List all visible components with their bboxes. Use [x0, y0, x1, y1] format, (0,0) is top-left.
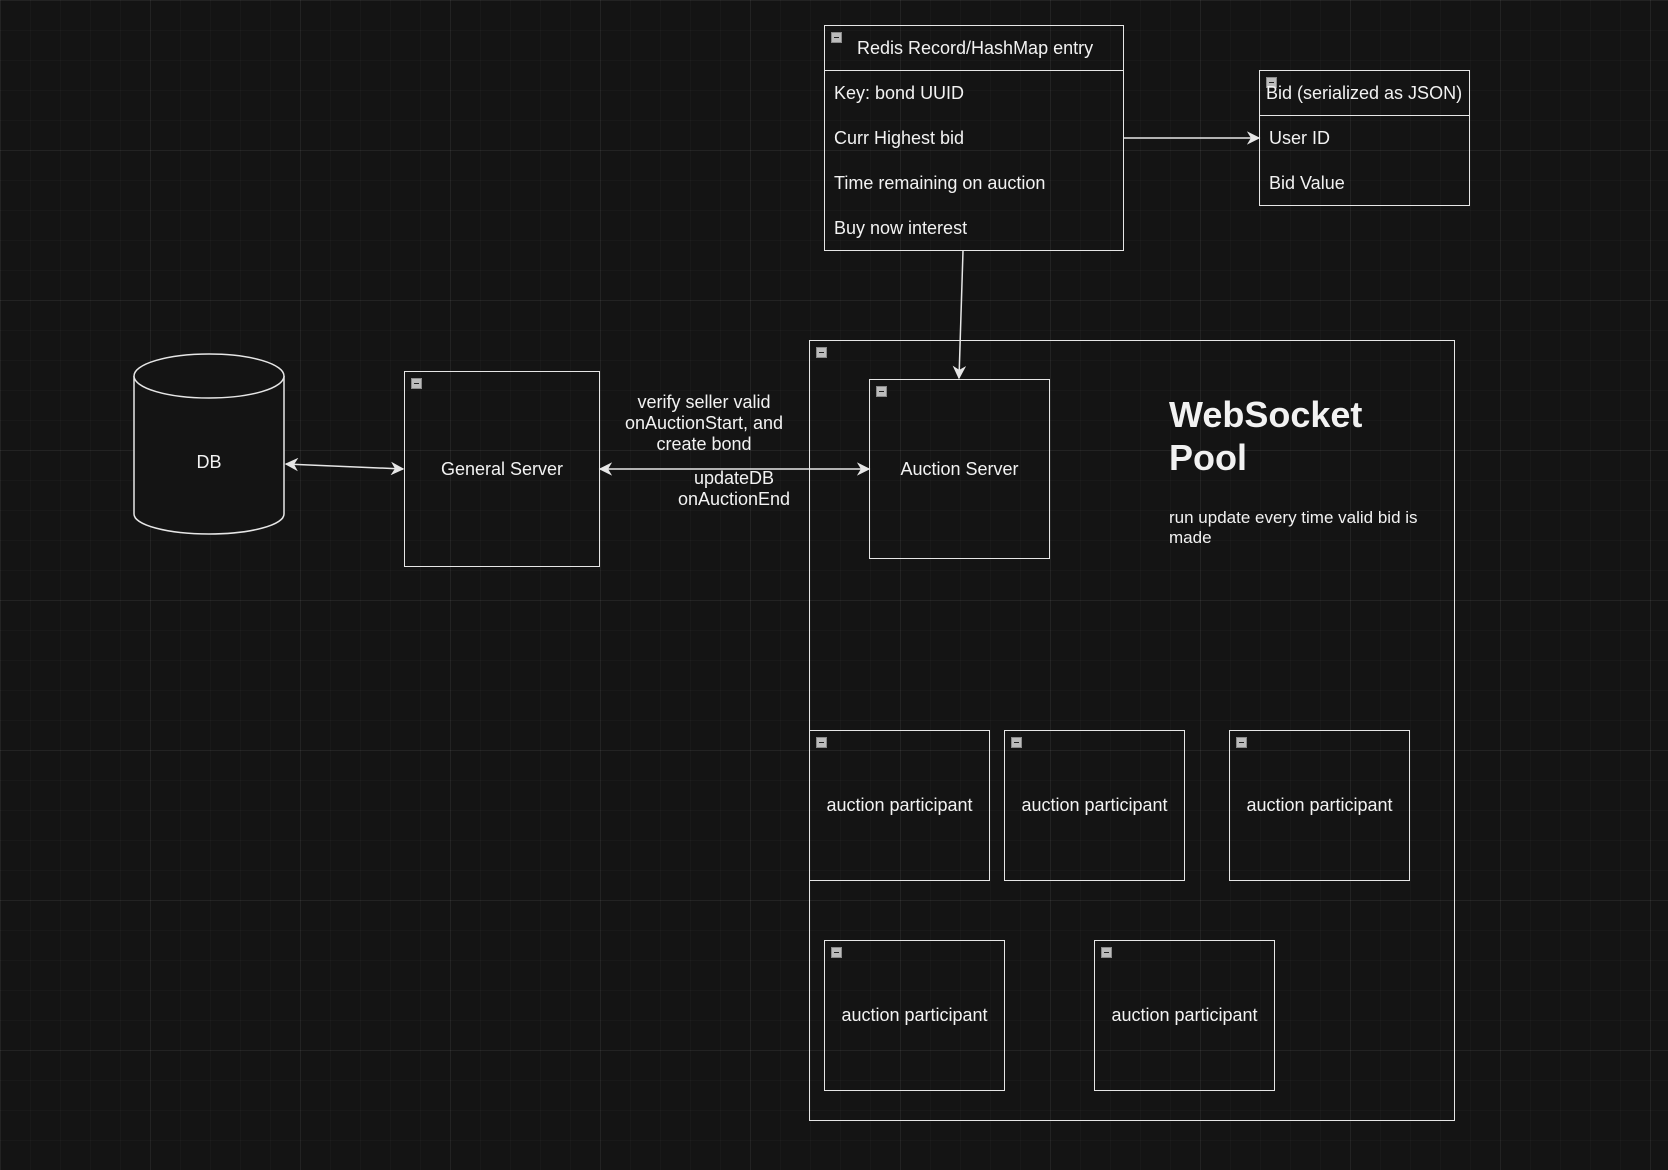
redis-row-key: Key: bond UUID: [834, 83, 965, 103]
redis-record-header: Redis Record/HashMap entry: [825, 26, 1123, 71]
bid-title: Bid (serialized as JSON): [1266, 83, 1463, 103]
edge-label-verify: verify seller valid onAuctionStart, and …: [624, 392, 784, 454]
participant-box[interactable]: auction participant: [809, 730, 990, 881]
participant-label: auction participant: [826, 795, 973, 815]
participant-label: auction participant: [1246, 795, 1393, 815]
collapse-icon[interactable]: [876, 386, 887, 397]
general-server-box[interactable]: General Server: [404, 371, 600, 567]
edge-redis-auction[interactable]: [952, 250, 967, 380]
participant-box[interactable]: auction participant: [824, 940, 1005, 1091]
collapse-icon[interactable]: [816, 737, 827, 748]
bid-row-value: Bid Value: [1269, 173, 1345, 193]
websocket-pool-title: WebSocket Pool: [1169, 394, 1363, 478]
redis-row-time-remaining: Time remaining on auction: [834, 173, 1046, 193]
participant-box[interactable]: auction participant: [1229, 730, 1410, 881]
edge-label-update: updateDB onAuctionEnd: [677, 468, 791, 509]
general-server-label: General Server: [440, 458, 564, 479]
redis-record-title: Redis Record/HashMap entry: [857, 38, 1094, 58]
participant-label: auction participant: [1021, 795, 1168, 815]
participant-label: auction participant: [841, 1005, 988, 1025]
collapse-icon[interactable]: [831, 947, 842, 958]
collapse-icon[interactable]: [411, 378, 422, 389]
participant-label: auction participant: [1111, 1005, 1258, 1025]
redis-row-buy-now: Buy now interest: [834, 218, 968, 238]
collapse-icon[interactable]: [831, 32, 842, 43]
collapse-icon[interactable]: [816, 347, 827, 358]
auction-server-label: Auction Server: [900, 458, 1019, 479]
redis-row-highest-bid: Curr Highest bid: [834, 128, 965, 148]
participant-box[interactable]: auction participant: [1094, 940, 1275, 1091]
bid-header: Bid (serialized as JSON): [1260, 71, 1469, 116]
collapse-icon[interactable]: [1101, 947, 1112, 958]
db-label: DB: [196, 452, 222, 472]
auction-server-box[interactable]: Auction Server: [869, 379, 1050, 559]
collapse-icon[interactable]: [1011, 737, 1022, 748]
bid-row-user-id: User ID: [1269, 128, 1331, 148]
redis-record-table[interactable]: Redis Record/HashMap entry Key: bond UUI…: [824, 25, 1124, 251]
edge-db-general[interactable]: [284, 457, 405, 476]
collapse-icon[interactable]: [1266, 77, 1277, 88]
collapse-icon[interactable]: [1236, 737, 1247, 748]
bid-table[interactable]: Bid (serialized as JSON) User ID Bid Val…: [1259, 70, 1470, 206]
websocket-pool-note: run update every time valid bid is made: [1169, 508, 1418, 547]
participant-box[interactable]: auction participant: [1004, 730, 1185, 881]
